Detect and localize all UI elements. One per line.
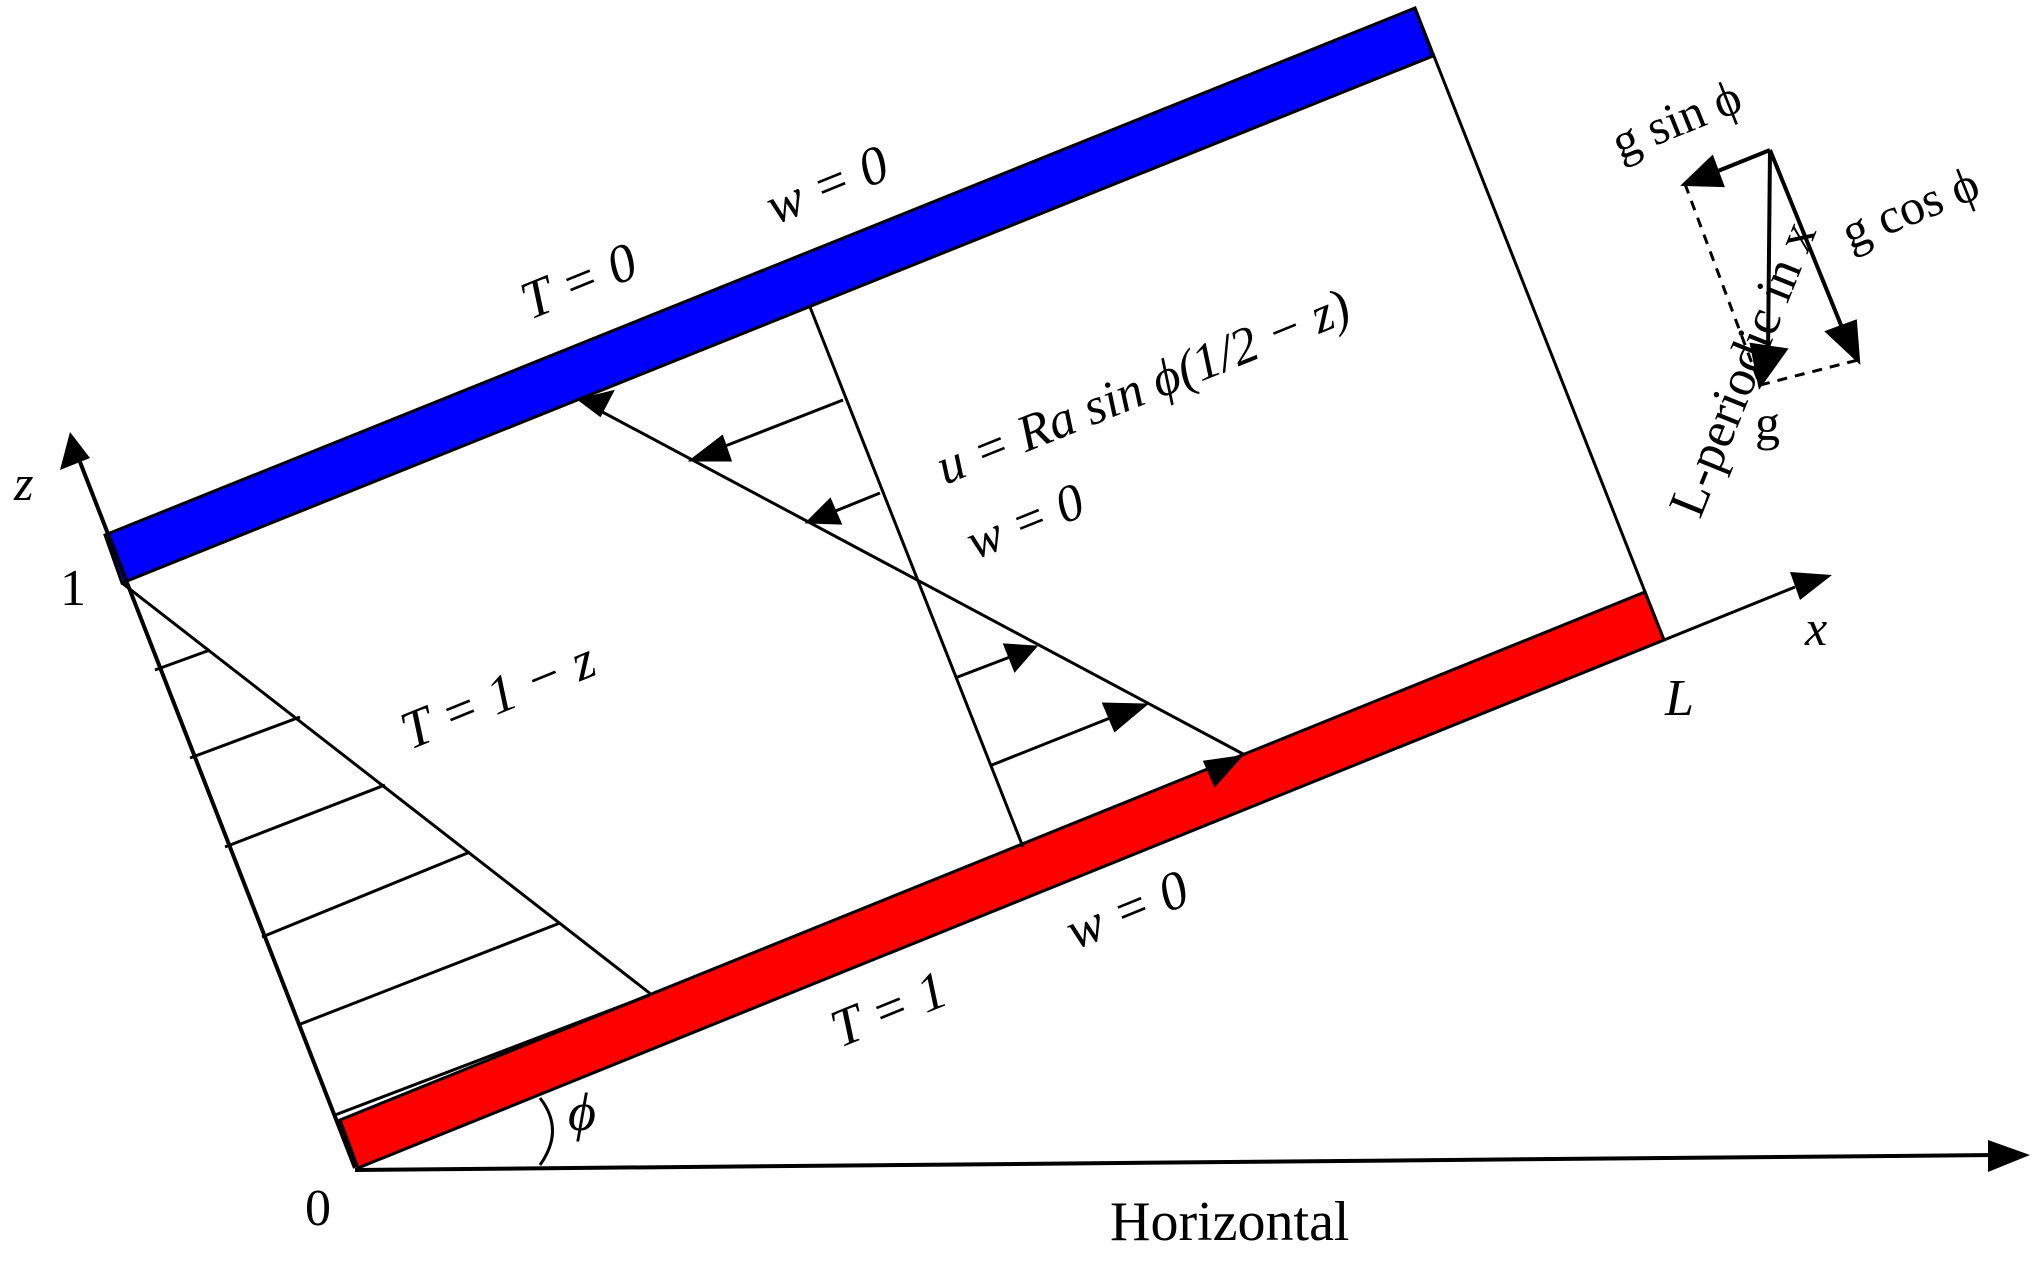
horizontal-axis	[354, 1140, 2030, 1172]
phi-arc	[538, 1097, 554, 1166]
one-label: 1	[60, 560, 86, 617]
profile-u-label: u = Ra sin ϕ(1/2 − z)	[928, 278, 1358, 496]
velocity-profile	[576, 306, 1246, 848]
cold-wall	[103, 6, 1435, 585]
horizontal-label: Horizontal	[1110, 1191, 1349, 1253]
g-cos-label: g cos ϕ	[1833, 155, 1987, 260]
x-axis-label: x	[1804, 600, 1827, 656]
top-T-label: T = 0	[512, 231, 645, 331]
top-w-label: w = 0	[757, 133, 897, 236]
L-label: L	[1664, 670, 1694, 727]
g-label: g	[1755, 395, 1780, 451]
right-boundary	[1413, 7, 1666, 641]
periodic-label: L-periodic in x	[1658, 214, 1828, 525]
temperature-profile	[121, 581, 653, 1117]
z-axis	[60, 432, 357, 1169]
phi-label: ϕ	[568, 1082, 596, 1142]
origin-label: 0	[305, 1180, 331, 1237]
profile-T-label: T = 1 − z	[392, 629, 604, 761]
x-axis	[1663, 572, 1832, 642]
g-sin-label: g sin ϕ	[1603, 68, 1749, 170]
z-axis-label: z	[13, 455, 33, 511]
profile-w-label: w = 0	[958, 473, 1092, 571]
gravity-diagram	[1680, 148, 1861, 390]
